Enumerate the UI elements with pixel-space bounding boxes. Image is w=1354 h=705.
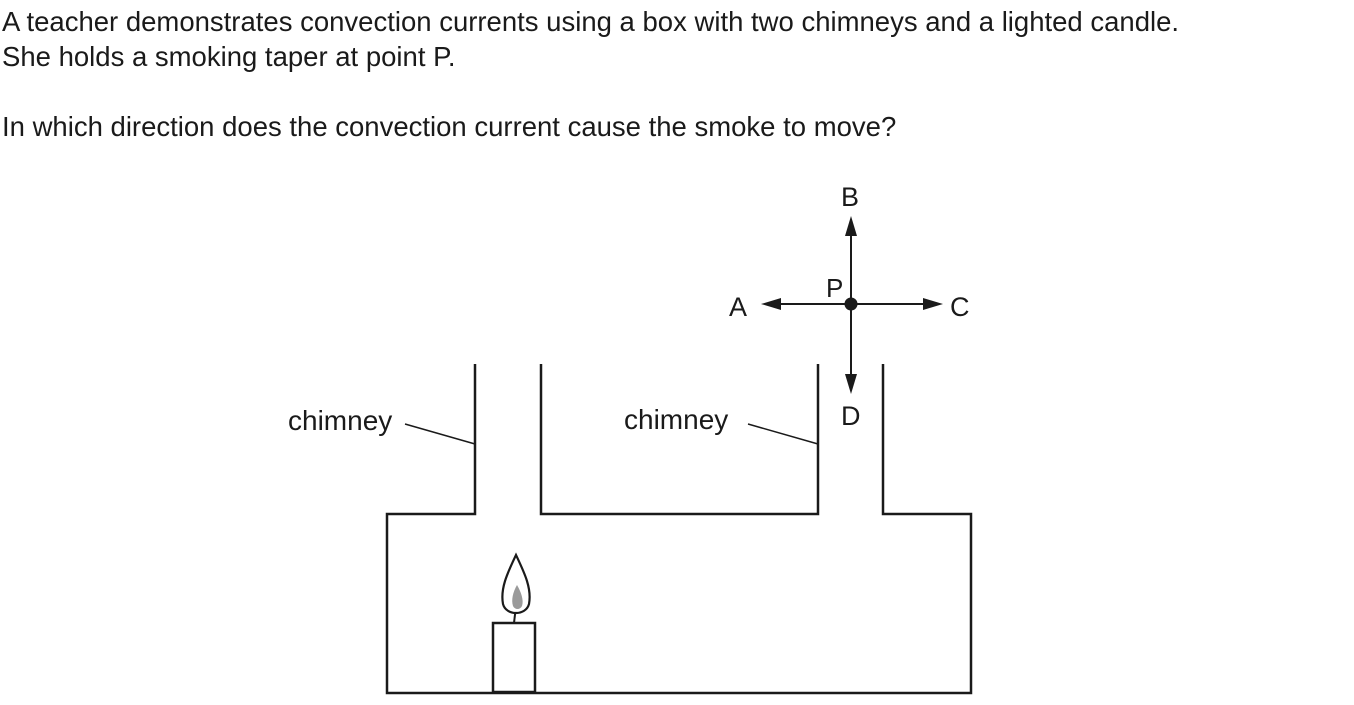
label-chimney-left: chimney: [288, 405, 392, 436]
label-direction-d: D: [841, 401, 861, 431]
label-direction-c: C: [950, 292, 970, 322]
chimney-leader-left: [404, 423, 476, 445]
box-with-chimneys-outline: [385, 364, 973, 695]
label-chimney-right: chimney: [624, 404, 728, 435]
label-point-p: P: [826, 273, 843, 303]
arrowhead-left-icon: [761, 298, 781, 310]
arrowhead-right-icon: [923, 298, 943, 310]
question-text: A teacher demonstrates convection curren…: [2, 4, 1342, 144]
question-line-1: A teacher demonstrates convection curren…: [2, 6, 1180, 37]
chimney-leader-right: [747, 423, 819, 445]
flame-inner-core: [512, 585, 523, 609]
point-p-dot: [844, 297, 858, 311]
label-direction-b: B: [841, 182, 859, 212]
question-line-2: She holds a smoking taper at point P.: [2, 41, 456, 72]
candle-flame: [501, 552, 531, 615]
candle: [491, 621, 537, 694]
label-direction-a: A: [729, 292, 747, 322]
question-line-3: In which direction does the convection c…: [2, 111, 897, 142]
arrowhead-up-icon: [845, 216, 857, 236]
arrowhead-down-icon: [845, 374, 857, 394]
